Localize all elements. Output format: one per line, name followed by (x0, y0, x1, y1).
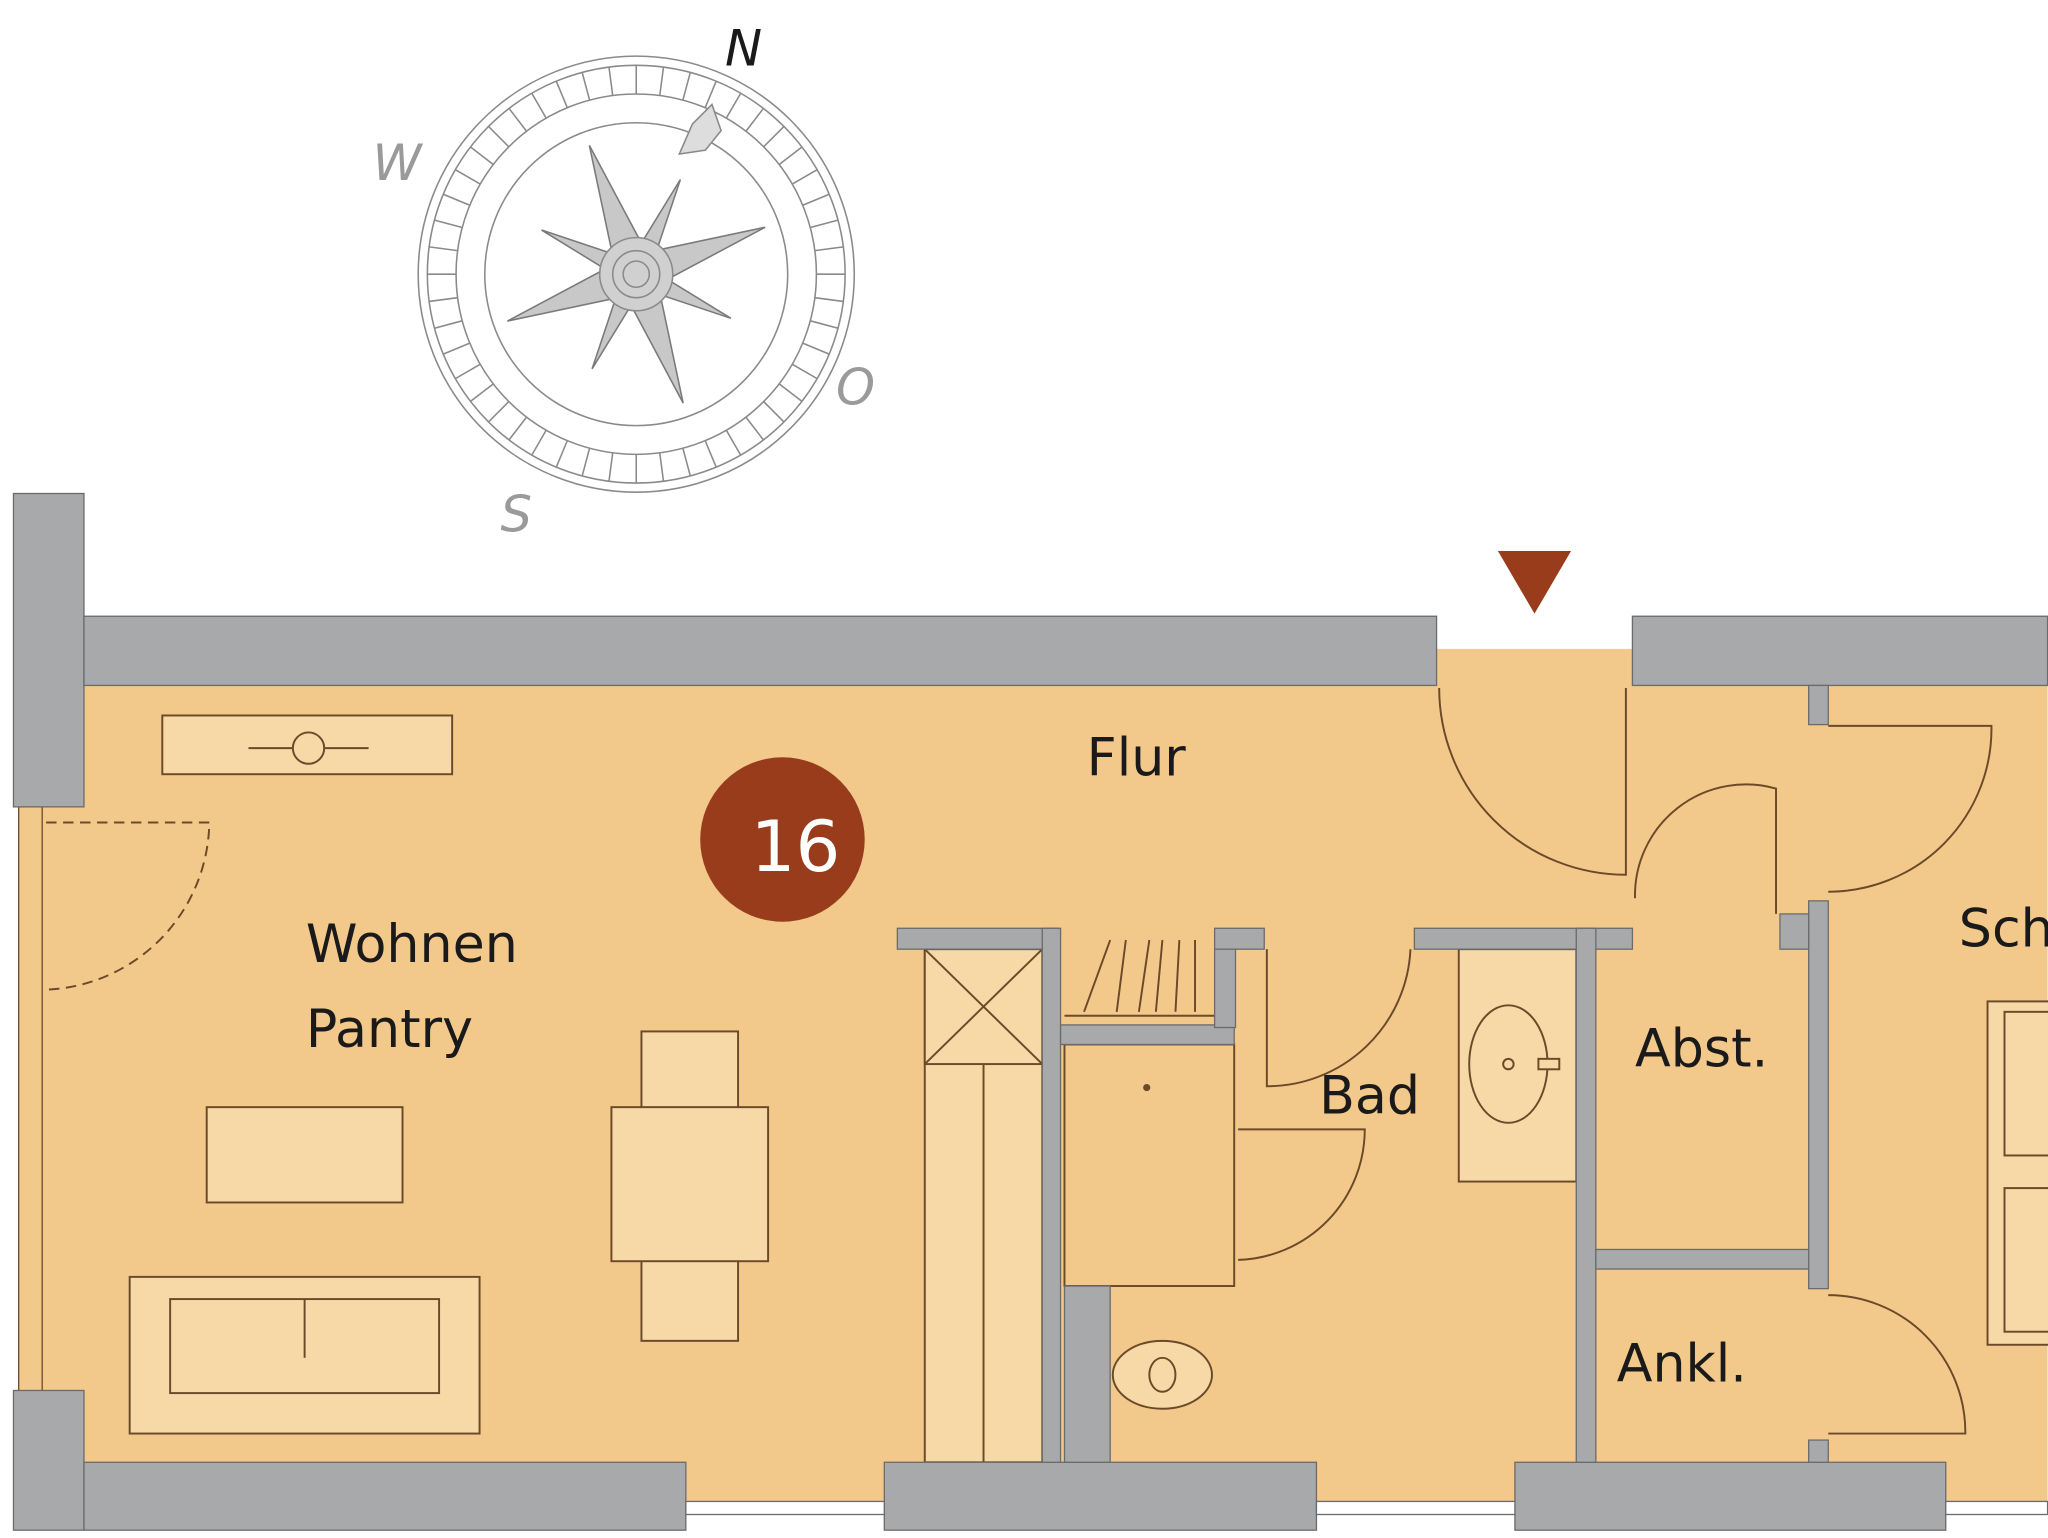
compass-tick (608, 452, 614, 482)
compass-tick (454, 363, 481, 380)
compass-tick (704, 80, 717, 109)
compass-tick (658, 452, 665, 482)
chair (640, 1030, 740, 1111)
compass-tick (725, 92, 742, 119)
room-label-ankl: Ankl. (1617, 1334, 1747, 1394)
compass-tick (487, 125, 510, 148)
room-label-schlafen: Sch (1959, 900, 2048, 960)
unit-number: 16 (751, 806, 841, 888)
compass-tick (682, 448, 692, 477)
compass-tick (802, 342, 830, 355)
compass-rose-icon (417, 55, 856, 493)
compass-tick (778, 383, 803, 402)
compass-tick (531, 92, 547, 119)
compass-tick (810, 219, 839, 229)
door-swings (46, 688, 1993, 1435)
compass-tick (763, 125, 785, 148)
compass-tick (810, 320, 839, 329)
compass-tick (791, 363, 818, 380)
compass-tick (581, 72, 591, 101)
compass-tick (814, 296, 844, 303)
coffee-table (205, 1106, 404, 1204)
compass-tick (682, 72, 692, 101)
unit-number-badge: 16 (700, 757, 865, 922)
compass-east: O (836, 359, 875, 417)
compass-west: W (373, 134, 424, 192)
compass-tick (442, 193, 471, 206)
compass-tick (508, 107, 528, 132)
compass-tick (470, 146, 494, 166)
compass-tick (581, 448, 591, 477)
compass-north: N (725, 19, 762, 77)
room-label-pantry: Pantry (306, 1000, 473, 1060)
room-label-flur: Flur (1087, 729, 1187, 789)
compass-tick (434, 320, 463, 329)
dining-table (610, 1106, 770, 1263)
furniture (128, 714, 2048, 1464)
kitchen-sink (291, 731, 326, 765)
compass-tick (434, 219, 463, 229)
compass-tick (802, 193, 830, 206)
compass-tick (454, 169, 481, 185)
compass-south: S (500, 485, 532, 543)
compass-tick (778, 146, 803, 166)
toilet (1111, 1339, 1213, 1410)
compass-tick (442, 342, 471, 355)
compass-tick (429, 246, 458, 252)
walls (12, 492, 2048, 1531)
compass-tick (745, 107, 765, 132)
chair (640, 1258, 740, 1342)
compass-tick (531, 429, 547, 456)
compass-tick (555, 80, 569, 109)
compass-tick (555, 440, 569, 468)
compass-tick (470, 383, 494, 402)
compass-tick (704, 440, 717, 468)
compass-tick (487, 401, 510, 423)
compass-tick (763, 401, 785, 423)
wardrobe-hangers (1064, 939, 1222, 1017)
compass-tick (814, 246, 844, 252)
compass-tick (658, 66, 665, 96)
compass-tick (508, 416, 528, 441)
compass-tick (745, 416, 765, 441)
room-label-wohnen: Wohnen (306, 915, 518, 975)
entrance-arrow-icon (1497, 550, 1572, 614)
shower (1063, 1043, 1236, 1287)
room-label-abst: Abst. (1635, 1020, 1768, 1080)
compass-tick (725, 429, 742, 456)
compass-tick (608, 66, 614, 96)
room-label-bad: Bad (1319, 1067, 1420, 1127)
compass-tick (429, 296, 458, 303)
compass-tick (791, 169, 818, 185)
